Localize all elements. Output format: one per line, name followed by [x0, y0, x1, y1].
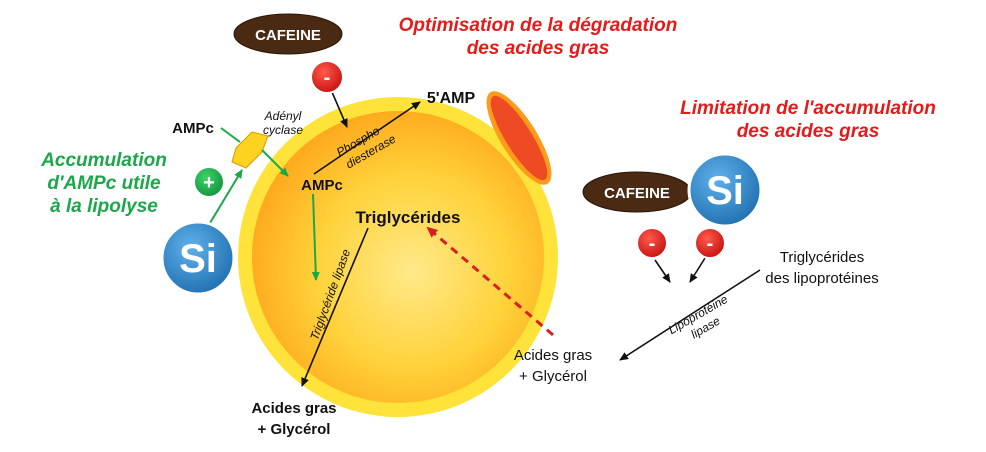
minus-badge-right-1: - [636, 227, 668, 259]
cell-cytoplasm [252, 111, 544, 403]
ampc-inside-label: AMPc [301, 177, 343, 194]
tg-lipo-line2: des lipoprotéines [765, 270, 878, 287]
triglycerides-label: Triglycérides [356, 208, 461, 227]
cafeine-label-top: CAFEINE [255, 27, 321, 44]
five-amp-label: 5'AMP [427, 90, 476, 107]
accumulation-line1: Accumulation [40, 150, 167, 171]
tg-lipo-line1: Triglycérides [780, 249, 864, 266]
si-label-right: Si [706, 169, 744, 213]
si-badge-right: Si [687, 152, 763, 228]
arrow-ampc-to-5amp [313, 101, 421, 175]
adenyl-cyclase-label-line2: cyclase [263, 123, 303, 137]
si-label-left: Si [179, 237, 217, 281]
cafeine-badge-top: CAFEINE [233, 13, 343, 55]
arrow-si-inhibit-lpl [689, 257, 706, 283]
minus-label-right-1: - [649, 233, 656, 255]
arrow-cafeine-inhibit-lpl [654, 259, 671, 283]
lpl-label-group: Lipoprotéine lipase [666, 292, 730, 342]
minus-badge-top: - [310, 60, 344, 94]
title-optimisation-line1: Optimisation de la dégradation [399, 15, 678, 36]
arrow-tg-to-acides-left [301, 227, 369, 387]
title-limitation-line2: des acides gras [737, 121, 880, 142]
arrow-ampc-to-lipase [311, 193, 320, 281]
si-badge-left: Si [160, 220, 236, 296]
acides-left-line2: + Glycérol [258, 421, 331, 438]
arrow-si-activate-cyclase [206, 169, 243, 229]
accumulation-line3: à la lipolyse [50, 196, 158, 217]
title-optimisation-line2: des acides gras [467, 38, 610, 59]
acides-right-line2: + Glycérol [519, 368, 587, 385]
adipocyte-cell [238, 91, 558, 417]
arrow-cyclase-to-ampc [261, 149, 289, 177]
minus-badge-right-2: - [694, 227, 726, 259]
acides-left-line1: Acides gras [251, 400, 336, 417]
ampc-outside-label: AMPc [172, 120, 214, 137]
adenyl-cyclase-receptor [231, 131, 269, 169]
minus-label-top: - [324, 67, 331, 89]
minus-label-right-2: - [707, 233, 714, 255]
plus-badge: + [193, 166, 225, 198]
cafeine-label-right: CAFEINE [604, 185, 670, 202]
title-limitation-line1: Limitation de l'accumulation [680, 98, 936, 119]
arrow-lipo-tg-to-acides-right [619, 269, 761, 361]
arrow-cafeine-inhibit-pde [331, 91, 348, 128]
arrow-ampc-to-cyclase [220, 127, 241, 143]
acides-right-line1: Acides gras [514, 347, 592, 364]
accumulation-line2: d'AMPc utile [47, 173, 161, 194]
cafeine-badge-right: CAFEINE [582, 171, 692, 213]
arrows [206, 91, 761, 387]
plus-label: + [203, 172, 215, 194]
nucleus [486, 91, 552, 185]
adenyl-cyclase-label-line1: Adényl [264, 109, 302, 123]
